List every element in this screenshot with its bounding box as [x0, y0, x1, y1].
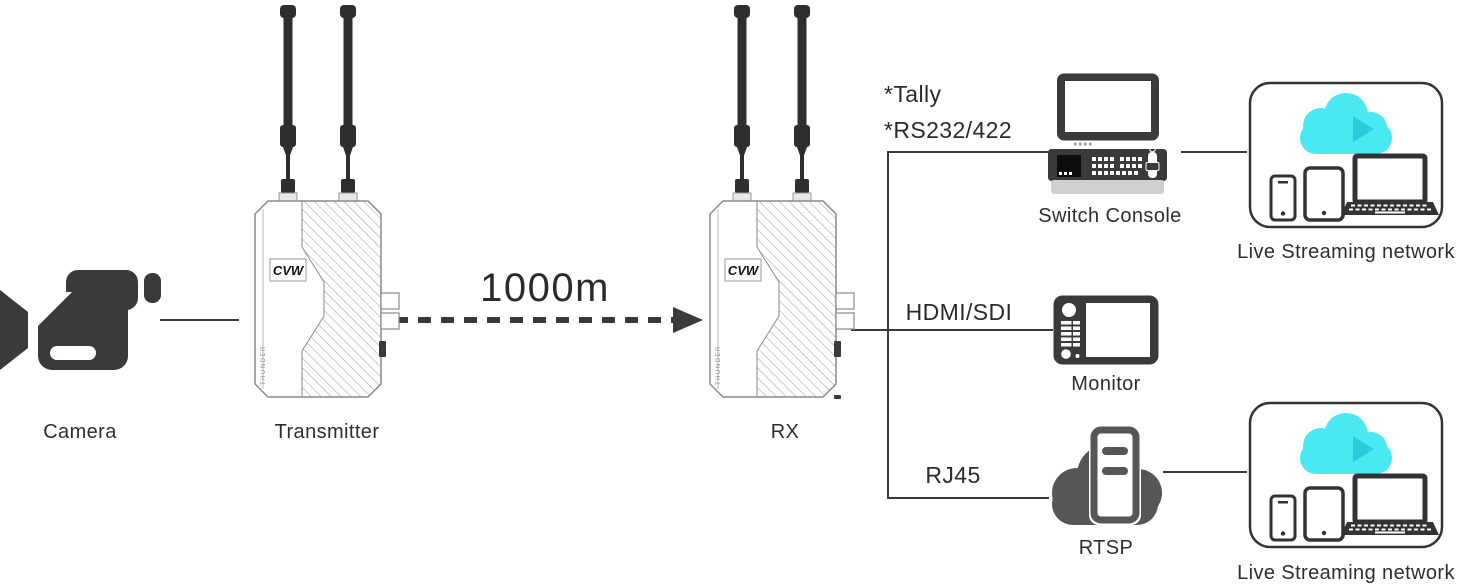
brand-badge	[724, 258, 762, 282]
device-side-text: THUNDER	[716, 345, 722, 385]
antenna-icon	[338, 5, 358, 201]
live-streaming-network-label: Live Streaming network	[1237, 241, 1455, 263]
device-side-text: THUNDER	[261, 345, 267, 385]
brand-badge-text: CVW	[728, 263, 760, 278]
wire-vertical-bus	[887, 151, 889, 498]
monitor-label: Monitor	[1071, 373, 1141, 395]
switch-console-label: Switch Console	[1038, 205, 1182, 227]
live-streaming-network-label: Live Streaming network	[1237, 562, 1455, 584]
wire-bus-to-console	[887, 151, 1050, 153]
antenna-icon	[278, 5, 298, 201]
wire-rtsp-to-live-network	[1163, 471, 1247, 473]
wire-console-to-live-network	[1181, 151, 1247, 153]
tablet-icon	[1303, 166, 1345, 222]
tablet-icon	[1303, 486, 1345, 542]
antenna-icon	[792, 5, 812, 201]
smartphone-icon	[1269, 494, 1297, 542]
tally-label: *Tally	[884, 81, 942, 107]
wireless-link-arrowhead-icon	[673, 307, 703, 333]
wire-rx-to-monitor	[851, 329, 1053, 331]
monitor-icon	[1053, 295, 1159, 365]
distance-label: 1000m	[480, 266, 610, 310]
camera-label: Camera	[43, 421, 117, 443]
rs232-422-label: *RS232/422	[884, 117, 1013, 143]
smartphone-icon	[1269, 174, 1297, 222]
wire-bus-to-rtsp	[887, 497, 1049, 499]
rx-label: RX	[770, 421, 800, 443]
transmitter-label: Transmitter	[274, 421, 380, 443]
brand-badge-text: CVW	[273, 263, 305, 278]
antenna-icon	[732, 5, 752, 201]
rtsp-label: RTSP	[1078, 537, 1134, 559]
rj45-label: RJ45	[925, 462, 981, 488]
live-streaming-network-icon	[1248, 401, 1444, 549]
play-icon	[1353, 116, 1374, 142]
wire-camera-to-transmitter	[160, 319, 239, 321]
live-streaming-network-icon	[1248, 81, 1444, 229]
cloud-icon	[1300, 93, 1392, 154]
play-icon	[1353, 436, 1374, 462]
laptop-icon	[1341, 473, 1439, 535]
switch-console-icon	[1048, 73, 1167, 194]
laptop-icon	[1341, 153, 1439, 215]
video-camera-icon	[0, 270, 161, 370]
hdmi-sdi-label: HDMI/SDI	[905, 299, 1013, 325]
brand-badge	[269, 258, 307, 282]
wireless-link-dashed-line	[395, 317, 673, 323]
rx-device-icon: CVW THUNDER	[709, 200, 855, 399]
transmitter-device-icon: CVW THUNDER	[254, 200, 400, 398]
rtsp-cloud-server-icon	[1052, 425, 1162, 525]
